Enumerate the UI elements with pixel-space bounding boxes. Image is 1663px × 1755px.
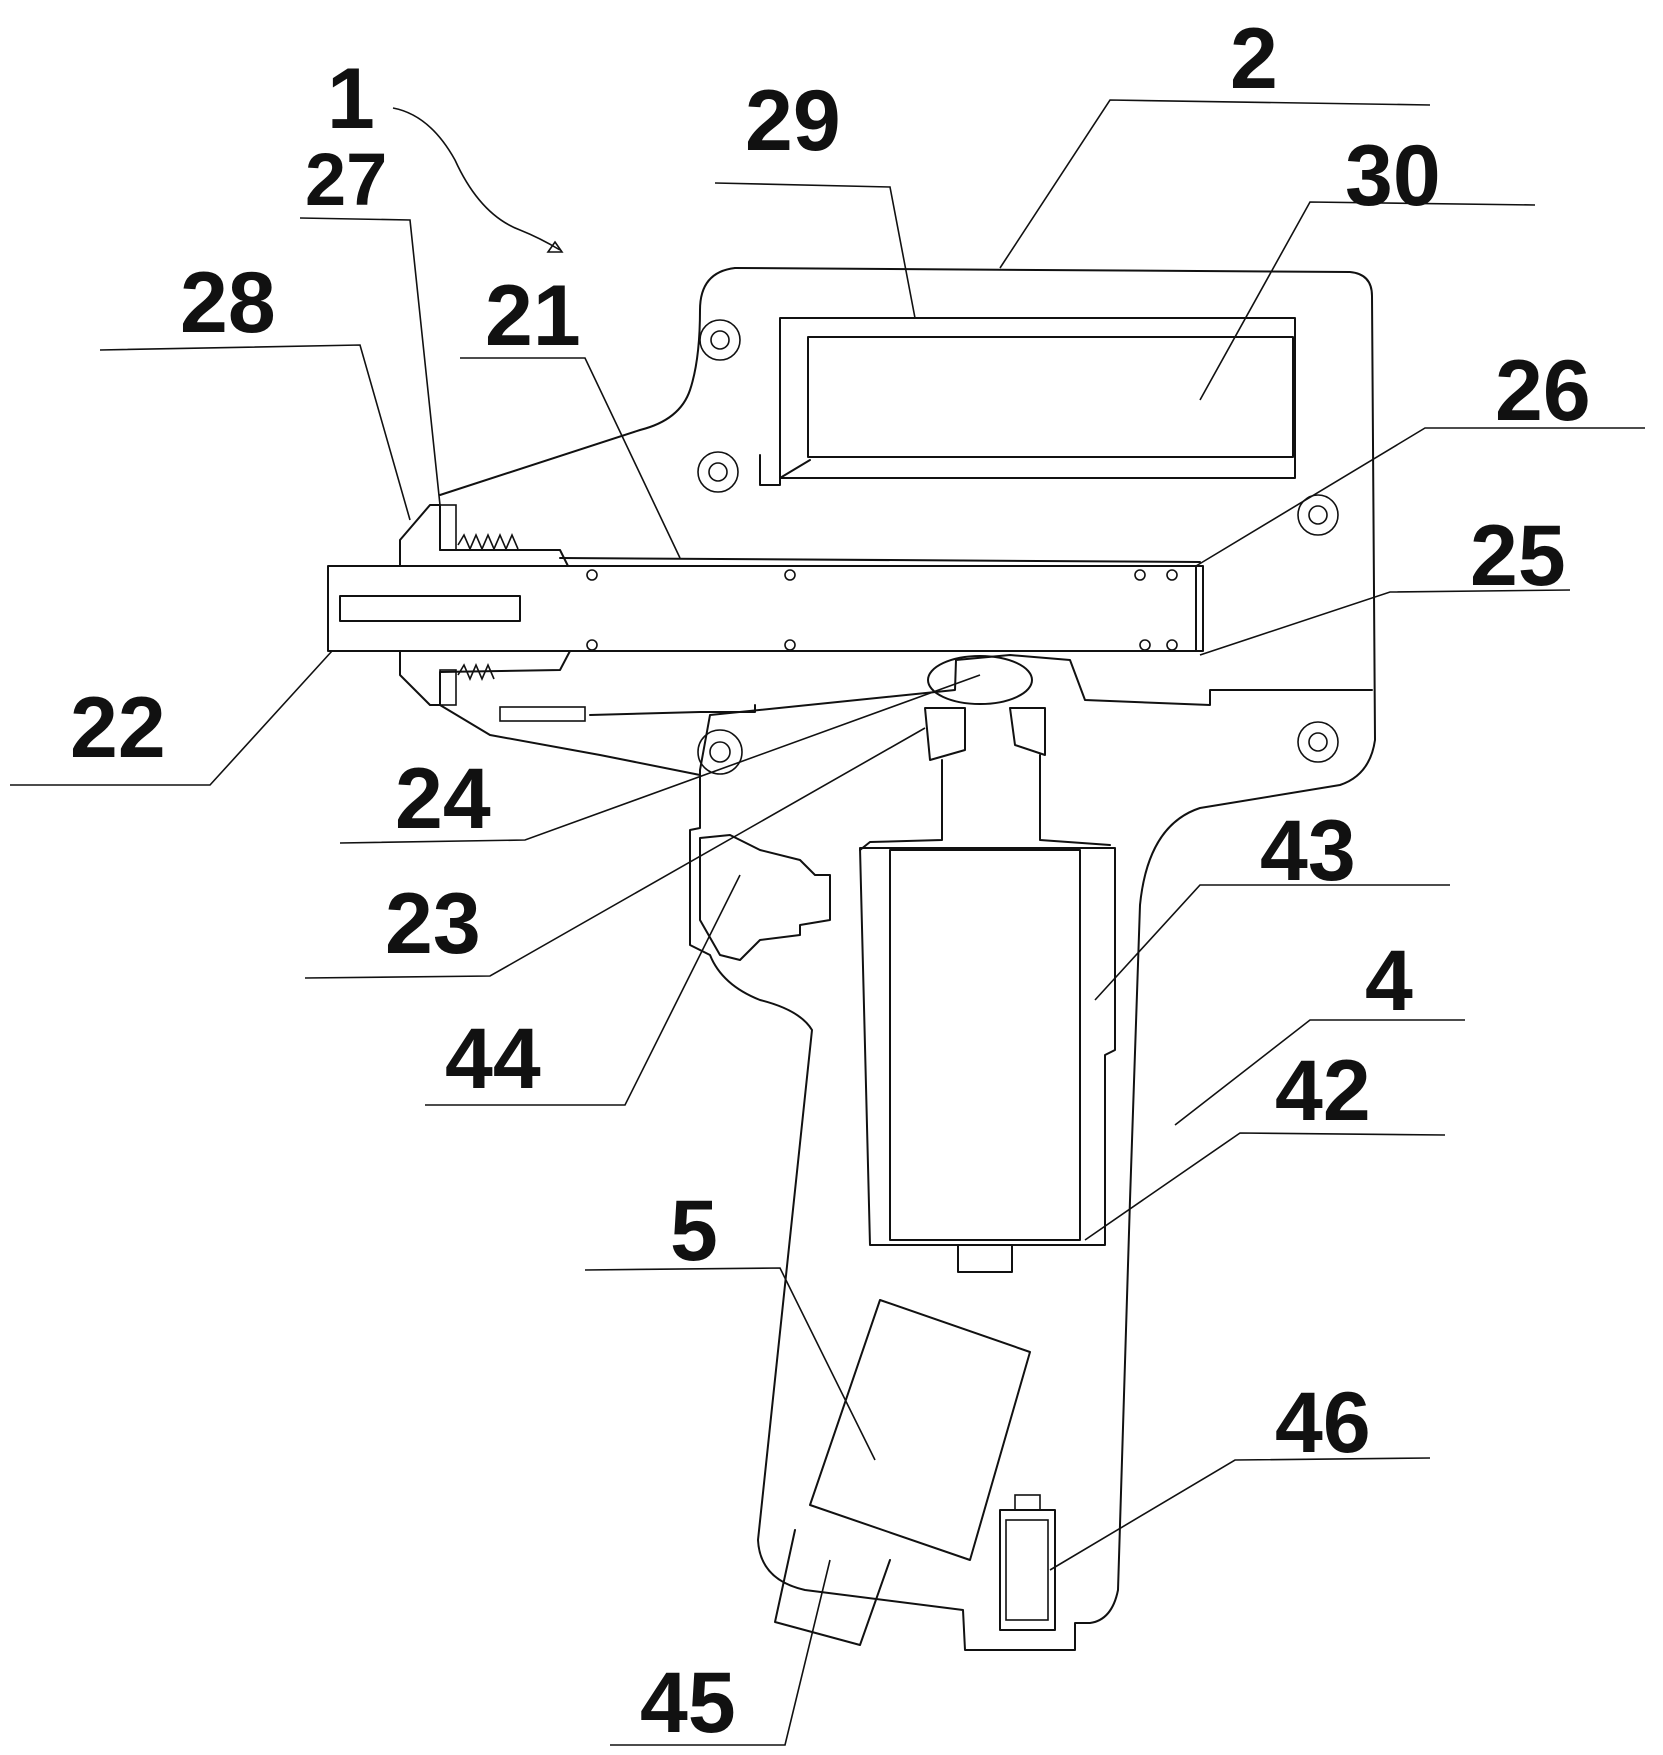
leader-lines: [10, 99, 1645, 1746]
label-21: 21: [485, 268, 581, 364]
label-45: 45: [640, 1655, 736, 1751]
label-24: 24: [395, 751, 491, 847]
nozzle-clamp: [399, 504, 571, 706]
screw-hole-5: [697, 729, 743, 775]
label-5: 5: [670, 1183, 718, 1279]
screw-holes: [697, 319, 1339, 775]
switch-46: [999, 1494, 1056, 1631]
label-1: 1: [327, 51, 375, 147]
label-46: 46: [1275, 1375, 1371, 1471]
label-23: 23: [385, 876, 481, 972]
label-26: 26: [1495, 343, 1591, 439]
trigger-mechanism: [439, 655, 1111, 961]
label-43: 43: [1260, 803, 1356, 899]
screw-hole-3: [1297, 494, 1339, 536]
label-4: 4: [1365, 933, 1413, 1029]
label-2: 2: [1230, 11, 1278, 107]
barrel: [327, 557, 1204, 652]
label-42: 42: [1275, 1043, 1371, 1139]
screw-hole-1: [699, 319, 741, 361]
screw-hole-4: [1297, 721, 1339, 763]
battery-compartment: [859, 847, 1116, 1273]
screw-hole-2: [697, 451, 739, 493]
connector-45: [774, 1529, 891, 1646]
label-44: 44: [445, 1011, 541, 1107]
label-30: 30: [1345, 128, 1441, 224]
display-module: [759, 317, 1296, 486]
label-22: 22: [70, 680, 166, 776]
label-25: 25: [1470, 508, 1566, 604]
labels: 1 2 4 5 21 22 23 24 25 26 27 28 29 30 42…: [70, 11, 1591, 1751]
label-29: 29: [745, 73, 841, 169]
label-27: 27: [305, 138, 387, 221]
module-5: [809, 1299, 1031, 1561]
housing-outline: [439, 267, 1376, 1651]
label-28: 28: [180, 255, 276, 351]
